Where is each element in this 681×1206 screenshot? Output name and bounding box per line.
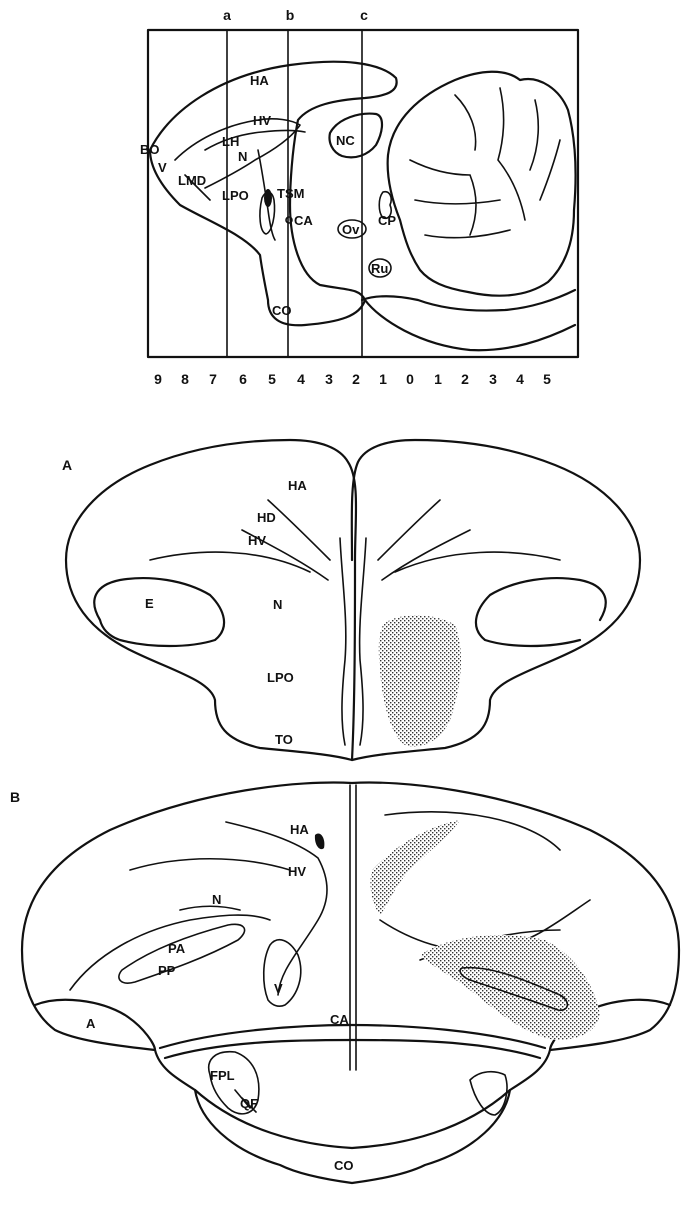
panel-a-label-e: E <box>145 596 154 611</box>
panel-b-label-ca: CA <box>330 1012 349 1027</box>
panel-a-lamina-n-right <box>395 552 560 572</box>
coronal-panel-a: A HA HD HV E N LPO TO <box>62 440 640 760</box>
panel-a-ectostriatum-right <box>476 578 606 646</box>
axis-tick: 9 <box>154 371 162 387</box>
sagittal-frame <box>148 30 578 357</box>
axis-tick: 8 <box>181 371 189 387</box>
label-ov: Ov <box>342 222 360 237</box>
panel-b-shading-upper <box>370 820 460 915</box>
label-ca: CA <box>294 213 313 228</box>
axis-tick: 4 <box>297 371 305 387</box>
panel-a-letter: A <box>62 457 72 473</box>
label-lpo: LPO <box>222 188 249 203</box>
label-hv: HV <box>253 113 271 128</box>
axis-tick: 3 <box>489 371 497 387</box>
panel-a-ectostriatum-left <box>94 578 224 646</box>
axis-tick: 0 <box>406 371 414 387</box>
panel-a-label-hd: HD <box>257 510 276 525</box>
label-nc: NC <box>336 133 355 148</box>
panel-a-lamina-n-left <box>150 552 310 572</box>
panel-b-label-hv: HV <box>288 864 306 879</box>
label-bo: BO <box>140 142 160 157</box>
label-co: CO <box>272 303 292 318</box>
axis-tick: 7 <box>209 371 217 387</box>
axis-tick: 2 <box>352 371 360 387</box>
tsm-dark <box>264 189 272 207</box>
label-tsm: TSM <box>277 186 304 201</box>
axis-tick: 1 <box>434 371 442 387</box>
panel-b-label-pa: PA <box>168 941 186 956</box>
panel-b-label-co: CO <box>334 1158 354 1173</box>
section-line-a-label: a <box>223 7 231 23</box>
panel-b-label-pp: PP <box>158 963 176 978</box>
panel-a-label-lpo: LPO <box>267 670 294 685</box>
axis-tick: 6 <box>239 371 247 387</box>
label-n: N <box>238 149 247 164</box>
coronal-panel-b: B HA HV N PA <box>10 783 679 1183</box>
panel-b-label-n: N <box>212 892 221 907</box>
axis-tick: 5 <box>543 371 551 387</box>
panel-b-label-v: V <box>274 981 283 996</box>
panel-b-letter: B <box>10 789 20 805</box>
panel-b-lamina-hv-left <box>226 822 327 995</box>
label-lh: LH <box>222 134 239 149</box>
label-ha: HA <box>250 73 269 88</box>
axis-tick: 2 <box>461 371 469 387</box>
panel-b-label-qf: QF <box>240 1096 258 1111</box>
forebrain-outline <box>150 62 397 326</box>
label-v: V <box>158 160 167 175</box>
brainstem-lower <box>365 300 575 350</box>
lamina-inner <box>205 131 305 151</box>
panel-a-lamina-hd-left <box>268 500 330 560</box>
label-ru: Ru <box>371 261 388 276</box>
panel-b-v-outline <box>264 940 301 1006</box>
panel-a-label-ha: HA <box>288 478 307 493</box>
axis-tick: 4 <box>516 371 524 387</box>
section-line-c-label: c <box>360 7 368 23</box>
panel-b-midline <box>350 785 356 1070</box>
panel-b-right-nucleus <box>470 1072 507 1115</box>
panel-a-label-to: TO <box>275 732 293 747</box>
panel-a-left-hemisphere <box>66 440 356 760</box>
cerebellum-outline <box>388 72 576 296</box>
panel-a-label-hv: HV <box>248 533 266 548</box>
cerebellum-folia <box>410 88 560 238</box>
panel-a-label-n: N <box>273 597 282 612</box>
panel-b-ha-spot <box>315 833 325 849</box>
sagittal-panel: a b c HA HV NC LH N BO V LMD LPO <box>140 7 578 387</box>
panel-b-lamina-n-left <box>130 859 290 870</box>
panel-b-ca-band <box>160 1025 545 1058</box>
panel-a-lesion-shading <box>379 615 461 746</box>
axis-tick: 1 <box>379 371 387 387</box>
section-line-b-label: b <box>286 7 295 23</box>
label-lmd: LMD <box>178 173 206 188</box>
axis-tick: 3 <box>325 371 333 387</box>
panel-b-shading-lower <box>420 935 600 1040</box>
panel-b-label-a: A <box>86 1016 96 1031</box>
axis-tick: 5 <box>268 371 276 387</box>
label-cp: CP <box>378 213 396 228</box>
panel-b-label-fpl: FPL <box>210 1068 235 1083</box>
panel-b-label-ha: HA <box>290 822 309 837</box>
